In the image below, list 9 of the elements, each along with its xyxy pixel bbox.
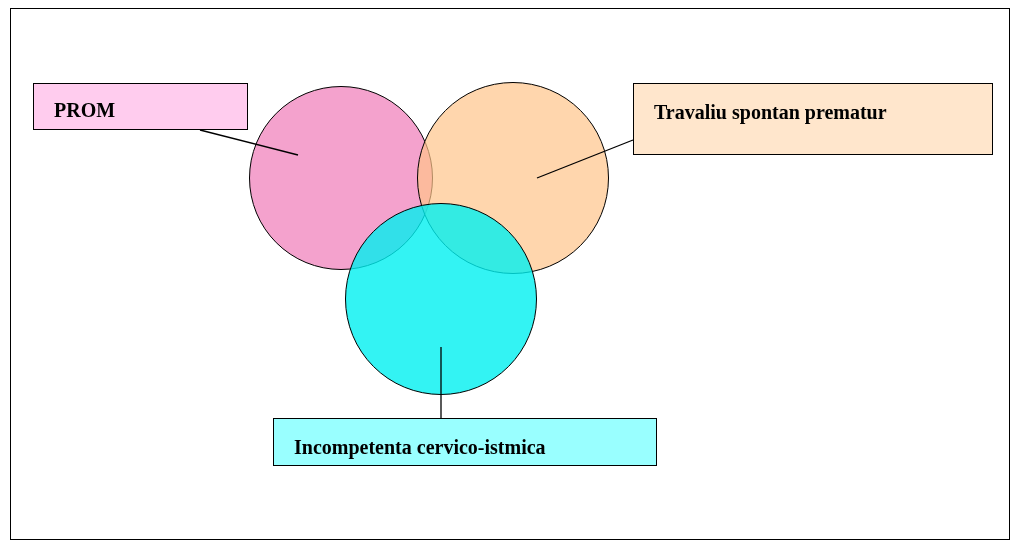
label-box [273,418,657,466]
leader-line [199,129,299,156]
label-text: PROM [54,98,117,122]
leader-line [440,346,442,419]
label-box [33,83,248,130]
label-box [633,83,993,155]
label-text: Incompetenta cervico-istmica [294,435,547,459]
label-text: Travaliu spontan prematur [654,100,888,124]
leader-line [536,139,634,179]
